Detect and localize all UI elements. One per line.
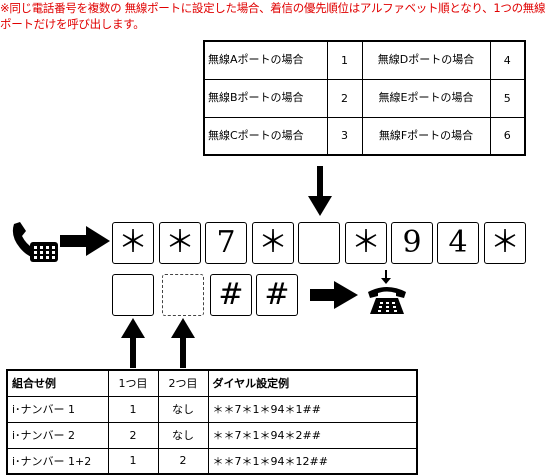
table-cell: なし — [157, 421, 209, 449]
key-hash: # — [210, 274, 252, 316]
port-number: 6 — [489, 116, 526, 156]
table-cell: 2 — [157, 447, 209, 475]
port-number: 5 — [489, 78, 526, 118]
column-header: 2つ目 — [157, 369, 209, 397]
key-hash: # — [256, 274, 298, 316]
column-header: ダイヤル設定例 — [207, 369, 418, 397]
priority-note: ※同じ電話番号を複数の 無線ポートに設定した場合、着信の優先順位はアルファベット… — [0, 1, 546, 31]
port-label: 無線Dポートの場合 — [361, 40, 491, 80]
table-row: i･ナンバー 1+2 1 2 ＊＊7＊1＊94＊12## — [6, 447, 418, 475]
key-blank-port — [298, 222, 340, 264]
key-asterisk: ＊ — [112, 222, 154, 264]
table-row: i･ナンバー 1 1 なし ＊＊7＊1＊94＊1## — [6, 395, 418, 423]
arrow-right-icon — [310, 281, 358, 309]
table-row: 無線Cポートの場合 3 無線Fポートの場合 6 — [203, 116, 526, 156]
combination-table: 組合せ例 1つ目 2つ目 ダイヤル設定例 i･ナンバー 1 1 なし ＊＊7＊1… — [6, 369, 418, 475]
arrow-right-icon — [60, 226, 110, 256]
table-cell: ＊＊7＊1＊94＊2## — [207, 421, 418, 449]
port-number: 3 — [326, 116, 363, 156]
telephone-icon — [368, 287, 406, 314]
port-label: 無線Fポートの場合 — [361, 116, 491, 156]
key-4: 4 — [437, 222, 479, 264]
table-row: 無線Aポートの場合 1 無線Dポートの場合 4 — [203, 40, 526, 80]
table-cell: i･ナンバー 2 — [6, 421, 109, 449]
column-header: 1つ目 — [107, 369, 159, 397]
port-label: 無線Aポートの場合 — [203, 40, 328, 80]
table-cell: i･ナンバー 1 — [6, 395, 109, 423]
table-row: 無線Bポートの場合 2 無線Eポートの場合 5 — [203, 78, 526, 118]
port-label: 無線Eポートの場合 — [361, 78, 491, 118]
key-asterisk: ＊ — [345, 222, 387, 264]
column-header: 組合せ例 — [6, 369, 109, 397]
arrow-down-icon — [308, 166, 332, 216]
table-cell: i･ナンバー 1+2 — [6, 447, 109, 475]
key-blank-first — [112, 274, 154, 316]
table-cell: なし — [157, 395, 209, 423]
arrow-up-icon — [121, 318, 145, 368]
table-row: i･ナンバー 2 2 なし ＊＊7＊1＊94＊2## — [6, 421, 418, 449]
arrow-up-icon — [171, 318, 195, 368]
arrow-down-small-icon — [381, 270, 391, 284]
port-number: 2 — [326, 78, 363, 118]
key-blank-second — [162, 274, 204, 316]
table-header-row: 組合せ例 1つ目 2つ目 ダイヤル設定例 — [6, 369, 418, 397]
table-cell: ＊＊7＊1＊94＊12## — [207, 447, 418, 475]
port-number: 1 — [326, 40, 363, 80]
handset-icon — [12, 222, 58, 262]
table-cell: 1 — [107, 447, 159, 475]
key-asterisk: ＊ — [252, 222, 294, 264]
table-cell: 2 — [107, 421, 159, 449]
table-cell: 1 — [107, 395, 159, 423]
port-label: 無線Bポートの場合 — [203, 78, 328, 118]
port-label: 無線Cポートの場合 — [203, 116, 328, 156]
key-9: 9 — [391, 222, 433, 264]
wireless-port-table: 無線Aポートの場合 1 無線Dポートの場合 4 無線Bポートの場合 2 無線Eポ… — [203, 40, 526, 156]
key-7: 7 — [205, 222, 247, 264]
key-asterisk: ＊ — [159, 222, 201, 264]
table-cell: ＊＊7＊1＊94＊1## — [207, 395, 418, 423]
key-asterisk: ＊ — [484, 222, 526, 264]
port-number: 4 — [489, 40, 526, 80]
